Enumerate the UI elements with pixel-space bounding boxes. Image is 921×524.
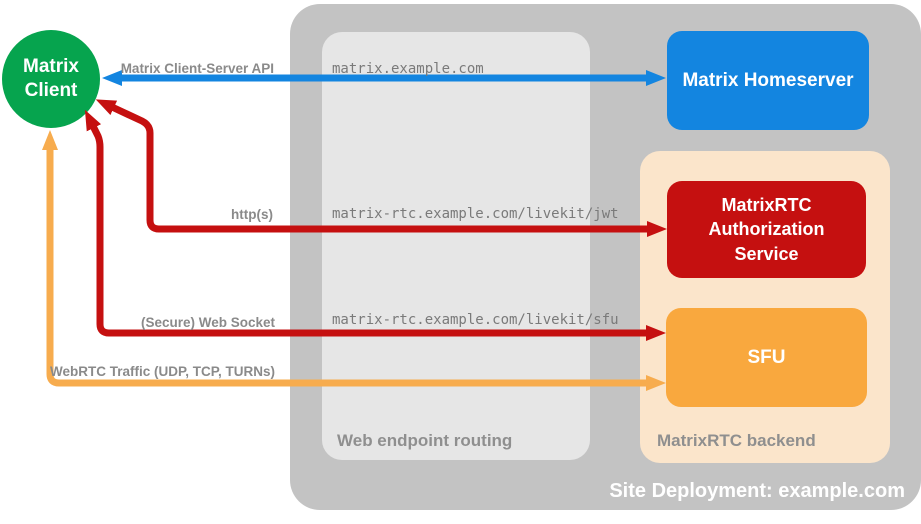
- matrixrtc-authorization-service-label: MatrixRTC Authorization Service: [708, 195, 825, 264]
- sfu-node: SFU: [666, 308, 867, 407]
- matrix-homeserver-label: Matrix Homeserver: [682, 69, 854, 91]
- web-endpoint-routing-caption: Web endpoint routing: [337, 431, 513, 450]
- matrix-client-node: Matrix Client: [2, 30, 100, 128]
- connection-label-webrtc-traffic: WebRTC Traffic (UDP, TCP, TURNs): [49, 364, 275, 379]
- sfu-label: SFU: [747, 346, 786, 368]
- endpoint-url-livekit-sfu: matrix-rtc.example.com/livekit/sfu: [332, 312, 619, 328]
- connection-label-client-server-api: Matrix Client-Server API: [120, 61, 274, 76]
- endpoint-url-homeserver: matrix.example.com: [332, 61, 484, 77]
- connection-label-websocket: (Secure) Web Socket: [140, 315, 275, 330]
- matrixrtc-backend-caption: MatrixRTC backend: [657, 431, 816, 450]
- web-endpoint-routing-container: [322, 32, 590, 460]
- site-deployment-caption: Site Deployment: example.com: [609, 480, 905, 502]
- matrix-client-label: Matrix Client: [23, 56, 79, 101]
- connection-label-https: http(s): [231, 207, 273, 222]
- matrix-homeserver-node: Matrix Homeserver: [667, 31, 869, 130]
- endpoint-url-livekit-jwt: matrix-rtc.example.com/livekit/jwt: [332, 206, 619, 222]
- matrixrtc-authorization-service-node: MatrixRTC Authorization Service: [667, 181, 866, 278]
